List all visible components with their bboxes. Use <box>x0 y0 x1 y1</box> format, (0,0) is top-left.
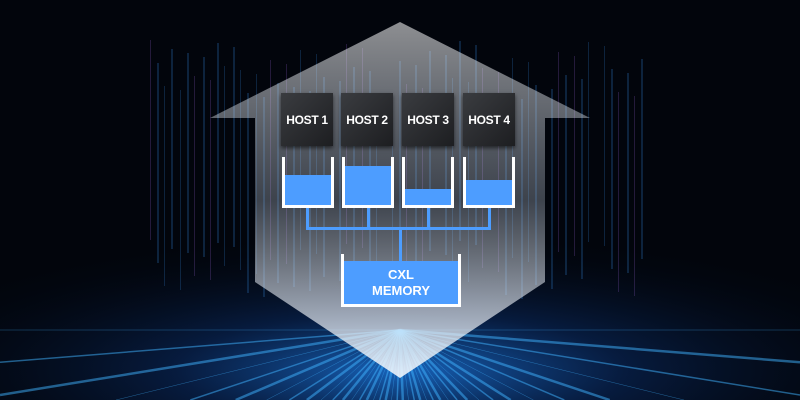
vertical-streak <box>611 69 613 269</box>
vertical-streak <box>171 49 173 249</box>
memory-fill <box>405 188 451 205</box>
memory-fill <box>345 165 391 205</box>
vertical-streak <box>627 73 629 273</box>
vertical-streak <box>558 52 559 252</box>
vertical-streak <box>247 93 249 293</box>
vertical-streak <box>604 46 605 246</box>
connector-trunk <box>399 227 402 263</box>
host-2-box: HOST 2 <box>341 93 393 146</box>
host-3-box: HOST 3 <box>402 93 454 146</box>
connector-line <box>367 208 370 229</box>
vertical-streak <box>581 79 583 279</box>
host-4-memory-bucket <box>463 157 515 208</box>
memory-fill <box>285 175 331 205</box>
vertical-streak <box>164 86 165 286</box>
vertical-streak <box>150 40 151 240</box>
vertical-streak <box>157 63 159 263</box>
vertical-streak <box>224 66 225 266</box>
memory-fill <box>466 180 512 205</box>
vertical-streak <box>634 96 635 296</box>
vertical-streak <box>203 57 205 257</box>
host-label: HOST 1 <box>286 112 328 127</box>
light-ray <box>399 328 800 364</box>
host-1-box: HOST 1 <box>281 93 333 146</box>
light-ray <box>0 329 401 364</box>
light-ray <box>0 328 401 397</box>
connector-bus <box>306 227 491 230</box>
cxl-memory-pool: CXL MEMORY <box>341 254 461 307</box>
host-2-memory-bucket <box>342 157 394 208</box>
cxl-memory-fill: CXL MEMORY <box>344 261 458 304</box>
vertical-streak <box>180 90 181 290</box>
host-1-memory-bucket <box>282 157 334 208</box>
vertical-streak <box>565 75 567 275</box>
host-label: HOST 4 <box>468 112 510 127</box>
vertical-streak <box>233 47 235 247</box>
vertical-streak <box>574 56 575 256</box>
connector-line <box>306 208 309 229</box>
host-3-memory-bucket <box>402 157 454 208</box>
cxl-label: CXL <box>388 266 414 282</box>
host-label: HOST 3 <box>407 112 449 127</box>
vertical-streak <box>194 76 195 276</box>
connector-line <box>488 208 491 229</box>
host-label: HOST 2 <box>346 112 388 127</box>
vertical-streak <box>187 53 189 253</box>
vertical-streak <box>618 92 619 292</box>
vertical-streak <box>210 80 211 280</box>
vertical-streak <box>217 43 219 243</box>
connector-line <box>427 208 430 229</box>
host-4-box: HOST 4 <box>463 93 515 146</box>
vertical-streak <box>588 42 589 242</box>
vertical-streak <box>641 59 643 259</box>
light-ray <box>399 329 800 396</box>
vertical-streak <box>240 70 241 270</box>
vertical-streak <box>551 89 553 289</box>
memory-label: MEMORY <box>371 282 431 298</box>
